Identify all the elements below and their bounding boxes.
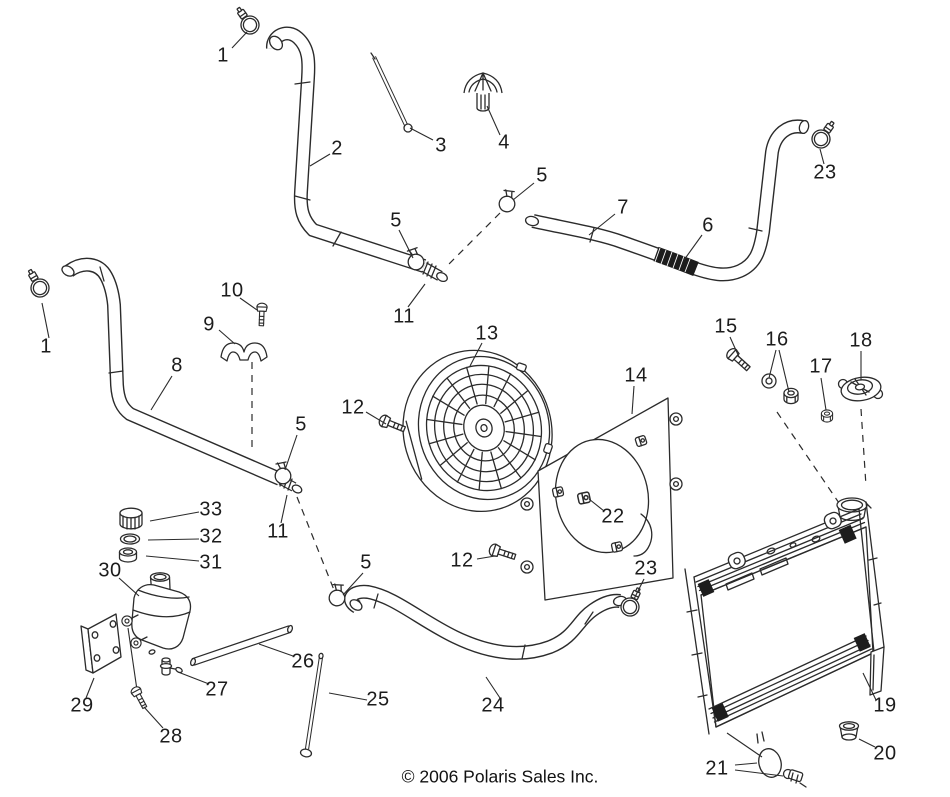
grommet-31 — [118, 547, 138, 563]
bolt-15 — [723, 345, 754, 374]
spring-clamp-5-a — [496, 187, 520, 215]
bracket-29 — [80, 613, 122, 674]
hose-clamp-1-left — [21, 265, 53, 301]
bolt-10 — [255, 302, 268, 327]
spring-clamp-5-c — [274, 461, 292, 485]
hose-clamp-23-lower — [617, 583, 648, 620]
coolant-bottle-30 — [121, 572, 192, 691]
hose-2 — [266, 26, 427, 273]
fitting-11-upper — [421, 261, 448, 283]
fan-13 — [402, 349, 553, 513]
cap-4 — [463, 72, 503, 112]
hose-clamp-23-top — [807, 116, 841, 153]
plug-20 — [838, 721, 860, 741]
rod-3 — [370, 52, 413, 133]
clip-22 — [576, 490, 592, 506]
fitting-27 — [159, 657, 183, 676]
radiator-19 — [684, 497, 885, 744]
hose-8 — [61, 257, 283, 486]
radiator-cap-18 — [837, 376, 884, 402]
assembly-dashed-lines — [251, 212, 867, 591]
cap-33 — [119, 507, 143, 530]
seal-32 — [119, 533, 141, 545]
ribbed-sleeve-6 — [653, 246, 699, 276]
hose-7 — [524, 119, 810, 282]
seal-and-draincock-21 — [758, 748, 807, 788]
leader-lines — [41, 31, 877, 777]
nut-17 — [820, 409, 834, 423]
clip-9 — [220, 342, 268, 362]
screw-28 — [129, 684, 150, 711]
bolt-25 — [299, 652, 324, 758]
copyright-text: © 2006 Polaris Sales Inc. — [401, 766, 599, 787]
hose-24 — [344, 584, 628, 660]
hose-26 — [189, 624, 294, 667]
fan-shroud-14 — [520, 397, 683, 601]
bolt-12-lower — [487, 542, 518, 564]
nut-16 — [783, 387, 799, 405]
